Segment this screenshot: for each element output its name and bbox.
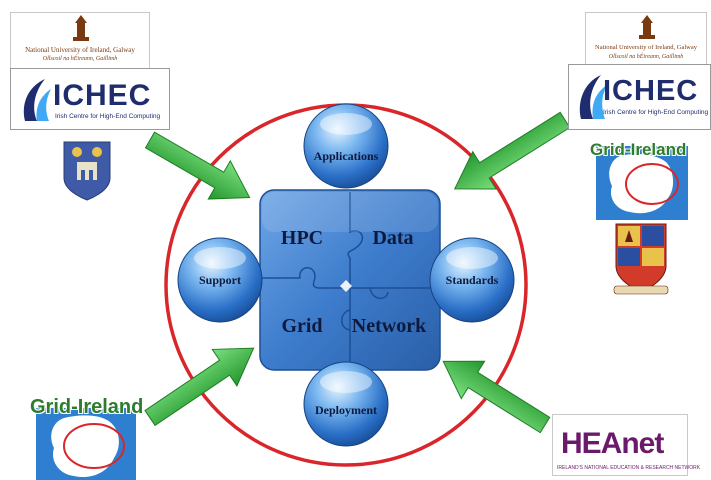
arrow-bottom-left (144, 347, 255, 427)
heanet-logo: HEAnet IRELAND'S NATIONAL EDUCATION & RE… (552, 414, 700, 476)
grid-ireland-title: Grid-Ireland (30, 396, 144, 418)
grid-ireland-title: Grid-Ireland (590, 140, 687, 159)
puzzle-data: Data (372, 227, 413, 249)
ucc-crest-icon (613, 223, 669, 295)
puzzle-hpc: HPC (281, 227, 323, 249)
puzzle-block (259, 189, 441, 371)
sphere-applications-label: Applications (314, 149, 379, 163)
puzzle-grid: Grid (281, 315, 322, 337)
heanet-name: HEAnet (561, 427, 664, 460)
puzzle-network: Network (352, 315, 427, 337)
nuig-name-ga: Ollscoil na hÉireann, Gaillimh (42, 56, 118, 62)
arrow-top-left (144, 131, 251, 200)
nuig-crest-icon (639, 15, 655, 39)
ichec-swoosh-icon (579, 75, 607, 119)
ichec-name: ICHEC (603, 75, 699, 107)
sphere-support-label: Support (199, 273, 241, 287)
ichec-subtitle: Irish Centre for High-End Computing (55, 113, 161, 120)
nuig-name-en: National University of Ireland, Galway (25, 46, 135, 54)
ireland-map-icon (596, 146, 688, 220)
ichec-name: ICHEC (53, 79, 152, 112)
grid-ireland-logo-left: Grid-Ireland (30, 394, 144, 480)
nuig-logo-right: National University of Ireland, Galway O… (585, 12, 707, 68)
heanet-subtitle: IRELAND'S NATIONAL EDUCATION & RESEARCH … (557, 465, 701, 471)
nuig-logo-left: National University of Ireland, Galway O… (10, 12, 150, 72)
ichec-logo-right: ICHEC Irish Centre for High-End Computin… (568, 64, 711, 130)
ichec-subtitle: Irish Centre for High-End Computing (603, 109, 709, 116)
ichec-logo-left: ICHEC Irish Centre for High-End Computin… (10, 68, 170, 130)
tcd-crest-icon (63, 141, 111, 201)
nuig-name-ga: Ollscoil na hÉireann, Gaillimh (608, 54, 684, 60)
grid-ireland-logo-right: Grid-Ireland (590, 140, 694, 220)
sphere-applications (303, 103, 389, 189)
ireland-map-icon (36, 408, 136, 480)
arrow-top-right (453, 111, 571, 190)
sphere-standards (429, 237, 515, 323)
nuig-crest-icon (73, 15, 89, 41)
sphere-standards-label: Standards (446, 273, 499, 287)
ichec-swoosh-icon (23, 79, 51, 121)
sphere-support (177, 237, 263, 323)
arrow-bottom-right (442, 360, 551, 434)
nuig-name-en: National University of Ireland, Galway (595, 44, 697, 51)
sphere-deployment (303, 361, 389, 447)
sphere-deployment-label: Deployment (315, 403, 377, 417)
